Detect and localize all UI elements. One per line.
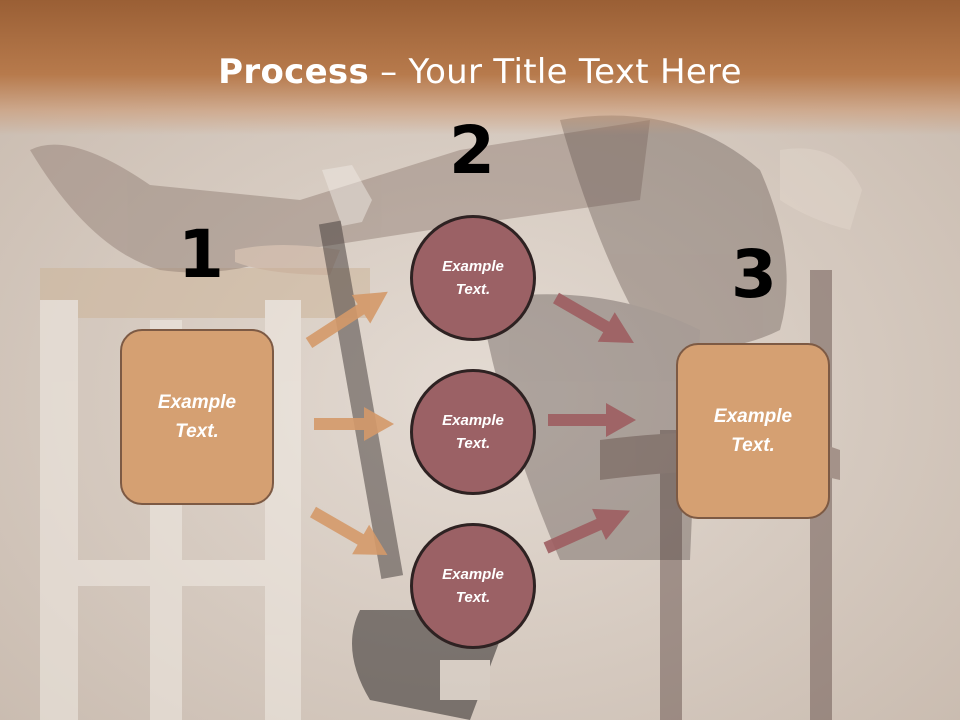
right-box-line2: Text. [731,435,775,456]
arrow-box-to-circle-top [305,291,388,349]
right-box-line1: Example [713,405,793,427]
circle-middle-line1: Example [442,411,504,429]
circle-middle-line2: Text. [455,435,491,452]
circle-top-line1: Example [442,257,504,275]
step-number-3: 3 [731,236,777,313]
title-bold: Process [218,52,370,92]
circle-bottom-line1: Example [442,565,504,583]
slide-title[interactable]: Process – Your Title Text Here [0,52,960,92]
left-box-line1: Example [157,391,237,413]
circle-top-line2: Text. [455,281,491,298]
left-box-line2: Text. [175,421,219,442]
left-step-box[interactable]: Example Text. [120,329,274,505]
arrow-box-to-circle-bottom [310,506,388,555]
right-step-box[interactable]: Example Text. [676,343,830,519]
step-number-1: 1 [178,216,224,293]
step-number-2: 2 [449,112,495,189]
title-rest: – Your Title Text Here [369,52,742,92]
circle-step-middle[interactable]: Example Text. [410,369,536,495]
title-band [0,0,960,135]
circle-step-bottom[interactable]: Example Text. [410,523,536,649]
arrow-box-to-circle-middle [314,407,394,441]
circle-step-top[interactable]: Example Text. [410,215,536,341]
arrow-circle-middle-to-box [548,403,636,437]
arrow-circle-top-to-box [553,292,634,343]
arrow-circle-bottom-to-box [543,508,631,554]
circle-bottom-line2: Text. [455,589,491,606]
